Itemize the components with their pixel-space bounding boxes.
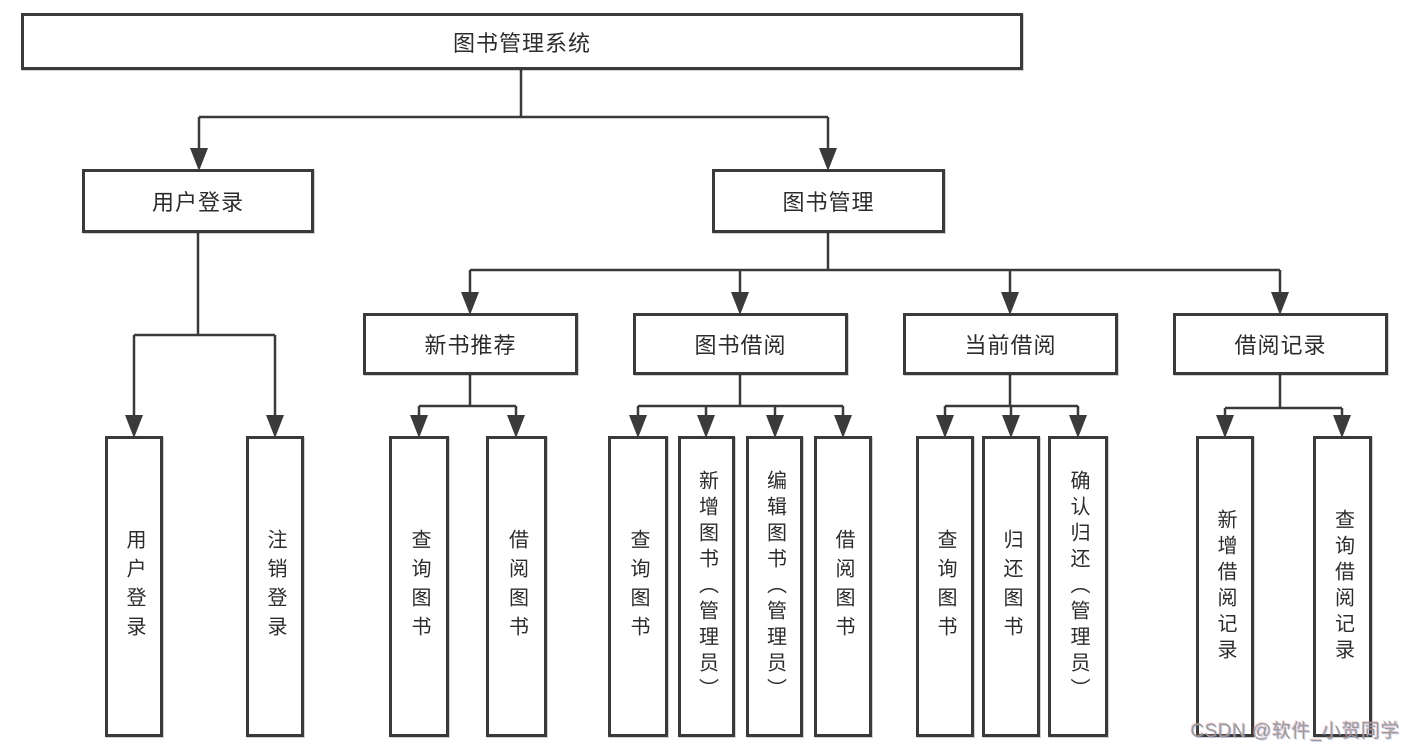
leaf-user-login-label: 用户登录 xyxy=(123,528,145,645)
node-new-books: 新书推荐 xyxy=(363,313,578,375)
edge-current-to-leaves xyxy=(943,375,1080,417)
arrowhead xyxy=(1002,415,1020,438)
leaf-borrow-book: 借阅图书 xyxy=(814,436,872,737)
node-borrow-records: 借阅记录 xyxy=(1173,313,1388,375)
arrowhead xyxy=(936,415,954,438)
leaf-current-return: 归还图书 xyxy=(982,436,1040,737)
leaf-current-confirm-label: 确认归还（管理员） xyxy=(1067,469,1089,704)
leaf-logout-label: 注销登录 xyxy=(264,528,286,645)
arrowhead xyxy=(1216,415,1234,438)
leaf-current-query-label: 查询图书 xyxy=(934,528,956,645)
node-book-borrow-label: 图书借阅 xyxy=(694,333,787,358)
node-root: 图书管理系统 xyxy=(21,13,1023,70)
csdn-watermark: CSDN @软件_小贺同学 xyxy=(1190,721,1400,742)
arrowhead xyxy=(410,415,428,438)
arrowhead xyxy=(766,415,784,438)
arrowhead xyxy=(461,292,479,315)
node-borrow-records-label: 借阅记录 xyxy=(1234,333,1327,358)
edge-bookmgmt-to-level3 xyxy=(468,233,1282,293)
leaf-borrow-query: 查询图书 xyxy=(608,436,668,737)
leaf-current-query: 查询图书 xyxy=(916,436,974,737)
leaf-records-query: 查询借阅记录 xyxy=(1313,436,1372,737)
edge-records-to-leaves xyxy=(1223,375,1344,417)
node-user-login-label: 用户登录 xyxy=(151,190,244,215)
node-current-borrow-label: 当前借阅 xyxy=(964,333,1057,358)
leaf-borrow-query-label: 查询图书 xyxy=(627,528,649,645)
leaf-borrow-add: 新增图书（管理员） xyxy=(678,436,735,737)
leaf-newbooks-query-label: 查询图书 xyxy=(408,528,430,645)
leaf-logout: 注销登录 xyxy=(246,436,304,737)
node-root-label: 图书管理系统 xyxy=(452,30,591,56)
arrowhead xyxy=(1333,415,1351,438)
leaf-newbooks-borrow-label: 借阅图书 xyxy=(505,528,528,645)
node-user-login: 用户登录 xyxy=(82,169,314,233)
leaf-current-return-label: 归还图书 xyxy=(1000,528,1022,645)
leaf-records-add: 新增借阅记录 xyxy=(1196,436,1254,737)
leaf-borrow-add-label: 新增图书（管理员） xyxy=(695,469,718,704)
arrowhead xyxy=(507,415,525,438)
leaf-borrow-book-label: 借阅图书 xyxy=(832,528,854,645)
leaf-newbooks-query: 查询图书 xyxy=(389,436,449,737)
arrowhead xyxy=(1001,292,1019,315)
node-new-books-label: 新书推荐 xyxy=(424,333,517,358)
edge-borrow-to-leaves xyxy=(636,375,845,417)
arrowhead xyxy=(731,292,749,315)
arrowhead xyxy=(629,415,647,438)
arrowhead xyxy=(697,415,715,438)
edge-userlogin-to-leaves xyxy=(132,233,277,417)
arrowhead xyxy=(190,148,208,171)
leaf-user-login: 用户登录 xyxy=(105,436,163,737)
leaf-newbooks-borrow: 借阅图书 xyxy=(486,436,547,737)
edge-root-to-level2 xyxy=(197,70,830,150)
node-current-borrow: 当前借阅 xyxy=(903,313,1118,375)
arrowhead xyxy=(834,415,852,438)
edge-newbooks-to-leaves xyxy=(417,375,518,417)
arrowhead xyxy=(125,415,143,438)
arrowhead xyxy=(1271,292,1289,315)
leaf-current-confirm: 确认归还（管理员） xyxy=(1048,436,1108,737)
node-book-mgmt: 图书管理 xyxy=(712,169,945,233)
leaf-borrow-edit: 编辑图书（管理员） xyxy=(746,436,803,737)
leaf-records-add-label: 新增借阅记录 xyxy=(1214,508,1236,665)
leaf-records-query-label: 查询借阅记录 xyxy=(1331,508,1354,665)
arrowhead xyxy=(266,415,284,438)
node-book-mgmt-label: 图书管理 xyxy=(782,190,875,215)
node-book-borrow: 图书借阅 xyxy=(633,313,848,375)
leaf-borrow-edit-label: 编辑图书（管理员） xyxy=(763,469,786,704)
arrowhead xyxy=(1069,415,1087,438)
arrowhead xyxy=(819,148,837,171)
